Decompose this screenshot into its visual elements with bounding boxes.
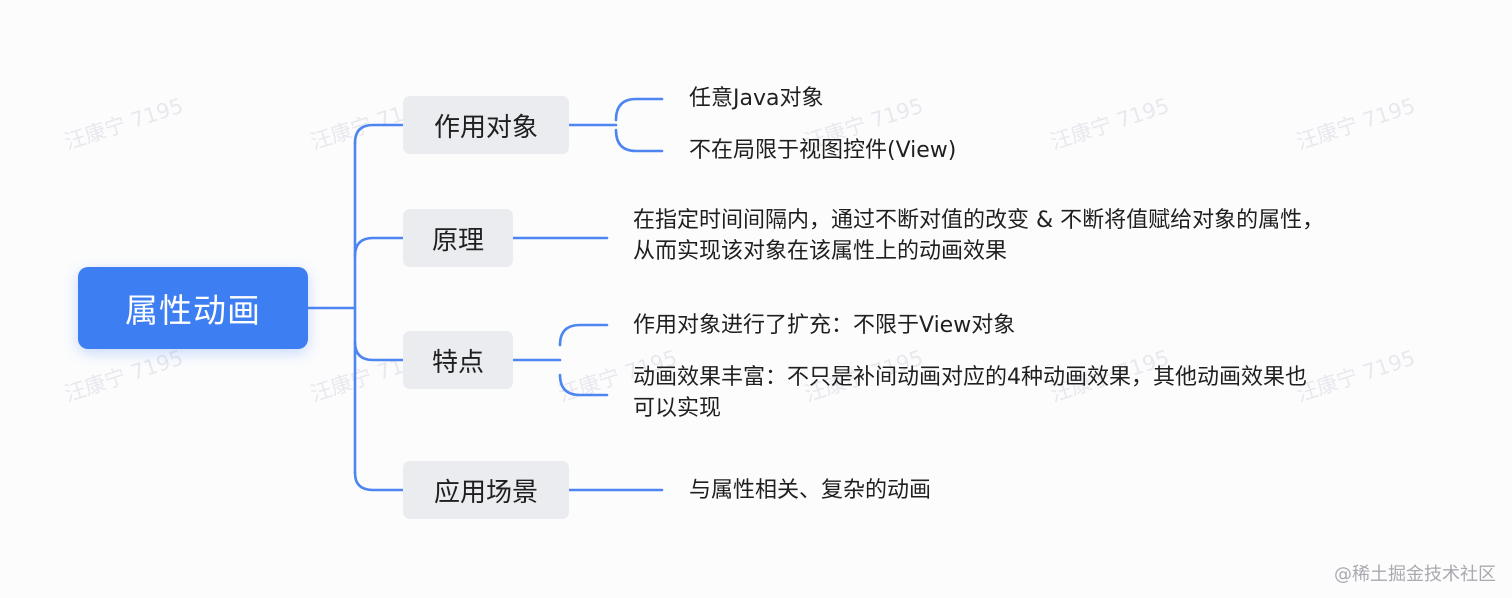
leaf-node-text: 与属性相关、复杂的动画 [689, 478, 932, 503]
branch-node-label: 作用对象 [433, 112, 538, 143]
connector [614, 128, 664, 153]
connector [614, 97, 664, 122]
connector [353, 471, 405, 492]
root-node-label: 属性动画 [125, 291, 261, 330]
branch-node-target[interactable]: 作用对象 [403, 96, 569, 154]
leaf-node-line: 可以实现 [633, 396, 722, 421]
leaf-node[interactable]: 在指定时间间隔内，通过不断对值的改变 & 不断将值赋给对象的属性， 从而实现该对… [633, 205, 1324, 267]
connector [558, 323, 609, 347]
branch-node-features[interactable]: 特点 [403, 331, 513, 389]
connector [353, 236, 405, 258]
branch-node-label: 特点 [431, 347, 484, 378]
footer-credit: @稀土掘金技术社区 [1334, 564, 1496, 585]
leaf-node-line: 从而实现该对象在该属性上的动画效果 [633, 239, 1008, 264]
branch-node-label: 应用场景 [433, 477, 538, 508]
leaf-node[interactable]: 与属性相关、复杂的动画 [689, 475, 931, 506]
connector [353, 123, 405, 145]
leaf-node[interactable]: 不在局限于视图控件(View) [689, 135, 956, 166]
leaf-node-text: 作用对象进行了扩充：不限于View对象 [633, 313, 1016, 338]
branch-node-usecase[interactable]: 应用场景 [403, 461, 569, 519]
leaf-node-line: 动画效果丰富：不只是补间动画对应的4种动画效果，其他动画效果也 [633, 365, 1307, 390]
root-connectors [306, 123, 405, 492]
leaf-node[interactable]: 任意Java对象 [689, 83, 823, 114]
connector [558, 373, 609, 397]
leaf-node-line: 在指定时间间隔内，通过不断对值的改变 & 不断将值赋给对象的属性， [633, 208, 1325, 233]
leaf-node[interactable]: 动画效果丰富：不只是补间动画对应的4种动画效果，其他动画效果也 可以实现 [633, 362, 1307, 424]
root-node[interactable]: 属性动画 [78, 267, 308, 349]
branch-node-label: 原理 [431, 225, 484, 256]
branch-connectors [511, 97, 664, 492]
branch-node-principle[interactable]: 原理 [403, 209, 513, 267]
connector [353, 340, 405, 362]
leaf-node-text: 不在局限于视图控件(View) [689, 138, 957, 163]
leaf-node[interactable]: 作用对象进行了扩充：不限于View对象 [633, 310, 1015, 341]
leaf-node-text: 任意Java对象 [689, 86, 824, 111]
